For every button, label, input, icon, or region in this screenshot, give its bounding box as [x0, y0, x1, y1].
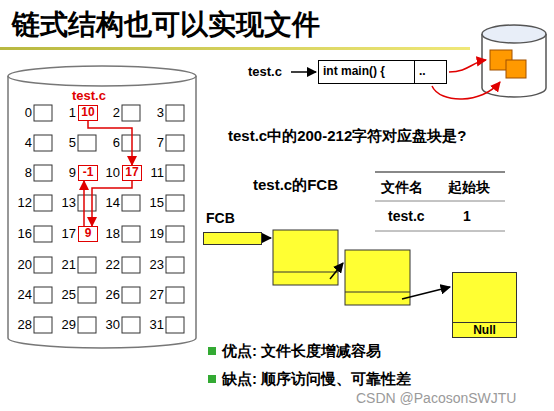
code-box: .. [414, 60, 447, 84]
disk-icon [482, 25, 546, 97]
caption-text: test.c [72, 88, 106, 104]
block-value-box: 9 [78, 226, 98, 242]
link-arrow [88, 121, 132, 165]
block-number: 23 [142, 257, 164, 273]
table-cell: 起始块 [448, 179, 490, 196]
bullet-square [208, 375, 216, 383]
caption-text: test.c [248, 64, 282, 80]
block-number: 20 [10, 257, 32, 273]
block-number: 18 [98, 226, 120, 242]
watermark: CSDN @PacosonSWJTU [356, 390, 516, 407]
block-number: 14 [98, 195, 120, 211]
node-text: 17 [125, 165, 138, 179]
block-number: 7 [142, 135, 164, 151]
disk-cylinder [8, 66, 196, 348]
leader-arrow [291, 71, 316, 73]
block-number: 25 [54, 287, 76, 303]
block-value-box: -1 [78, 165, 98, 181]
node-text: int main() { [323, 64, 385, 78]
chain-arrow [330, 263, 343, 279]
block-number: 16 [10, 226, 32, 242]
table-cell: 1 [463, 208, 471, 225]
block-boxes [34, 105, 184, 333]
link-arrow [83, 181, 85, 226]
block-number: 15 [142, 195, 164, 211]
linked-block [273, 230, 338, 285]
linked-block [345, 250, 410, 305]
block-number: 0 [10, 105, 32, 121]
table-rule [375, 231, 505, 232]
fcb-bar: FCB [203, 232, 262, 245]
block-number: 22 [98, 257, 120, 273]
block-number: 21 [54, 257, 76, 273]
block-value-box: 17 [122, 165, 142, 181]
table-rule [375, 201, 505, 202]
bullet-square [208, 347, 216, 355]
block-number: 3 [142, 105, 164, 121]
leader-arrow [432, 82, 500, 99]
block-number: 10 [98, 165, 120, 181]
title-rule [0, 47, 470, 50]
linked-block: Null [452, 272, 517, 338]
node-text: 9 [85, 226, 92, 240]
leader-arrow [449, 60, 486, 72]
node-text: FCB [206, 210, 235, 227]
table-cell: 文件名 [381, 179, 423, 196]
table-rule [375, 171, 505, 173]
table-cell: test.c [388, 208, 425, 225]
block-number: 29 [54, 317, 76, 333]
slide-title: 链式结构也可以实现文件 [12, 6, 320, 44]
caption-text: test.c的FCB [253, 176, 338, 194]
block-value-box: 10 [78, 105, 98, 121]
caption-text: test.c中的200-212字符对应盘块是? [228, 127, 466, 145]
block-number: 2 [98, 105, 120, 121]
node-text: 10 [81, 105, 94, 119]
block-number: 28 [10, 317, 32, 333]
block-number: 13 [54, 195, 76, 211]
block-number: 11 [142, 165, 164, 181]
bullet-text: 缺点: 顺序访问慢、可靠性差 [222, 370, 411, 388]
code-box: int main() { [318, 60, 415, 84]
block-number: 8 [10, 165, 32, 181]
block-number: 4 [10, 135, 32, 151]
block-number: 24 [10, 287, 32, 303]
block-number: 1 [54, 105, 76, 121]
block-number: 27 [142, 287, 164, 303]
block-number: 6 [98, 135, 120, 151]
node-text: -1 [83, 165, 94, 179]
block-number: 9 [54, 165, 76, 181]
block-number: 30 [98, 317, 120, 333]
block-number: 31 [142, 317, 164, 333]
bullet-text: 优点: 文件长度增减容易 [222, 342, 381, 360]
block-number: 17 [54, 226, 76, 242]
block-number: 12 [10, 195, 32, 211]
chain-arrow [262, 237, 271, 239]
block-number: 19 [142, 226, 164, 242]
node-text: Null [453, 322, 516, 337]
block-number: 26 [98, 287, 120, 303]
link-arrow [92, 181, 132, 226]
block-number: 5 [54, 135, 76, 151]
node-text: .. [419, 64, 426, 78]
chain-arrow [402, 287, 450, 299]
